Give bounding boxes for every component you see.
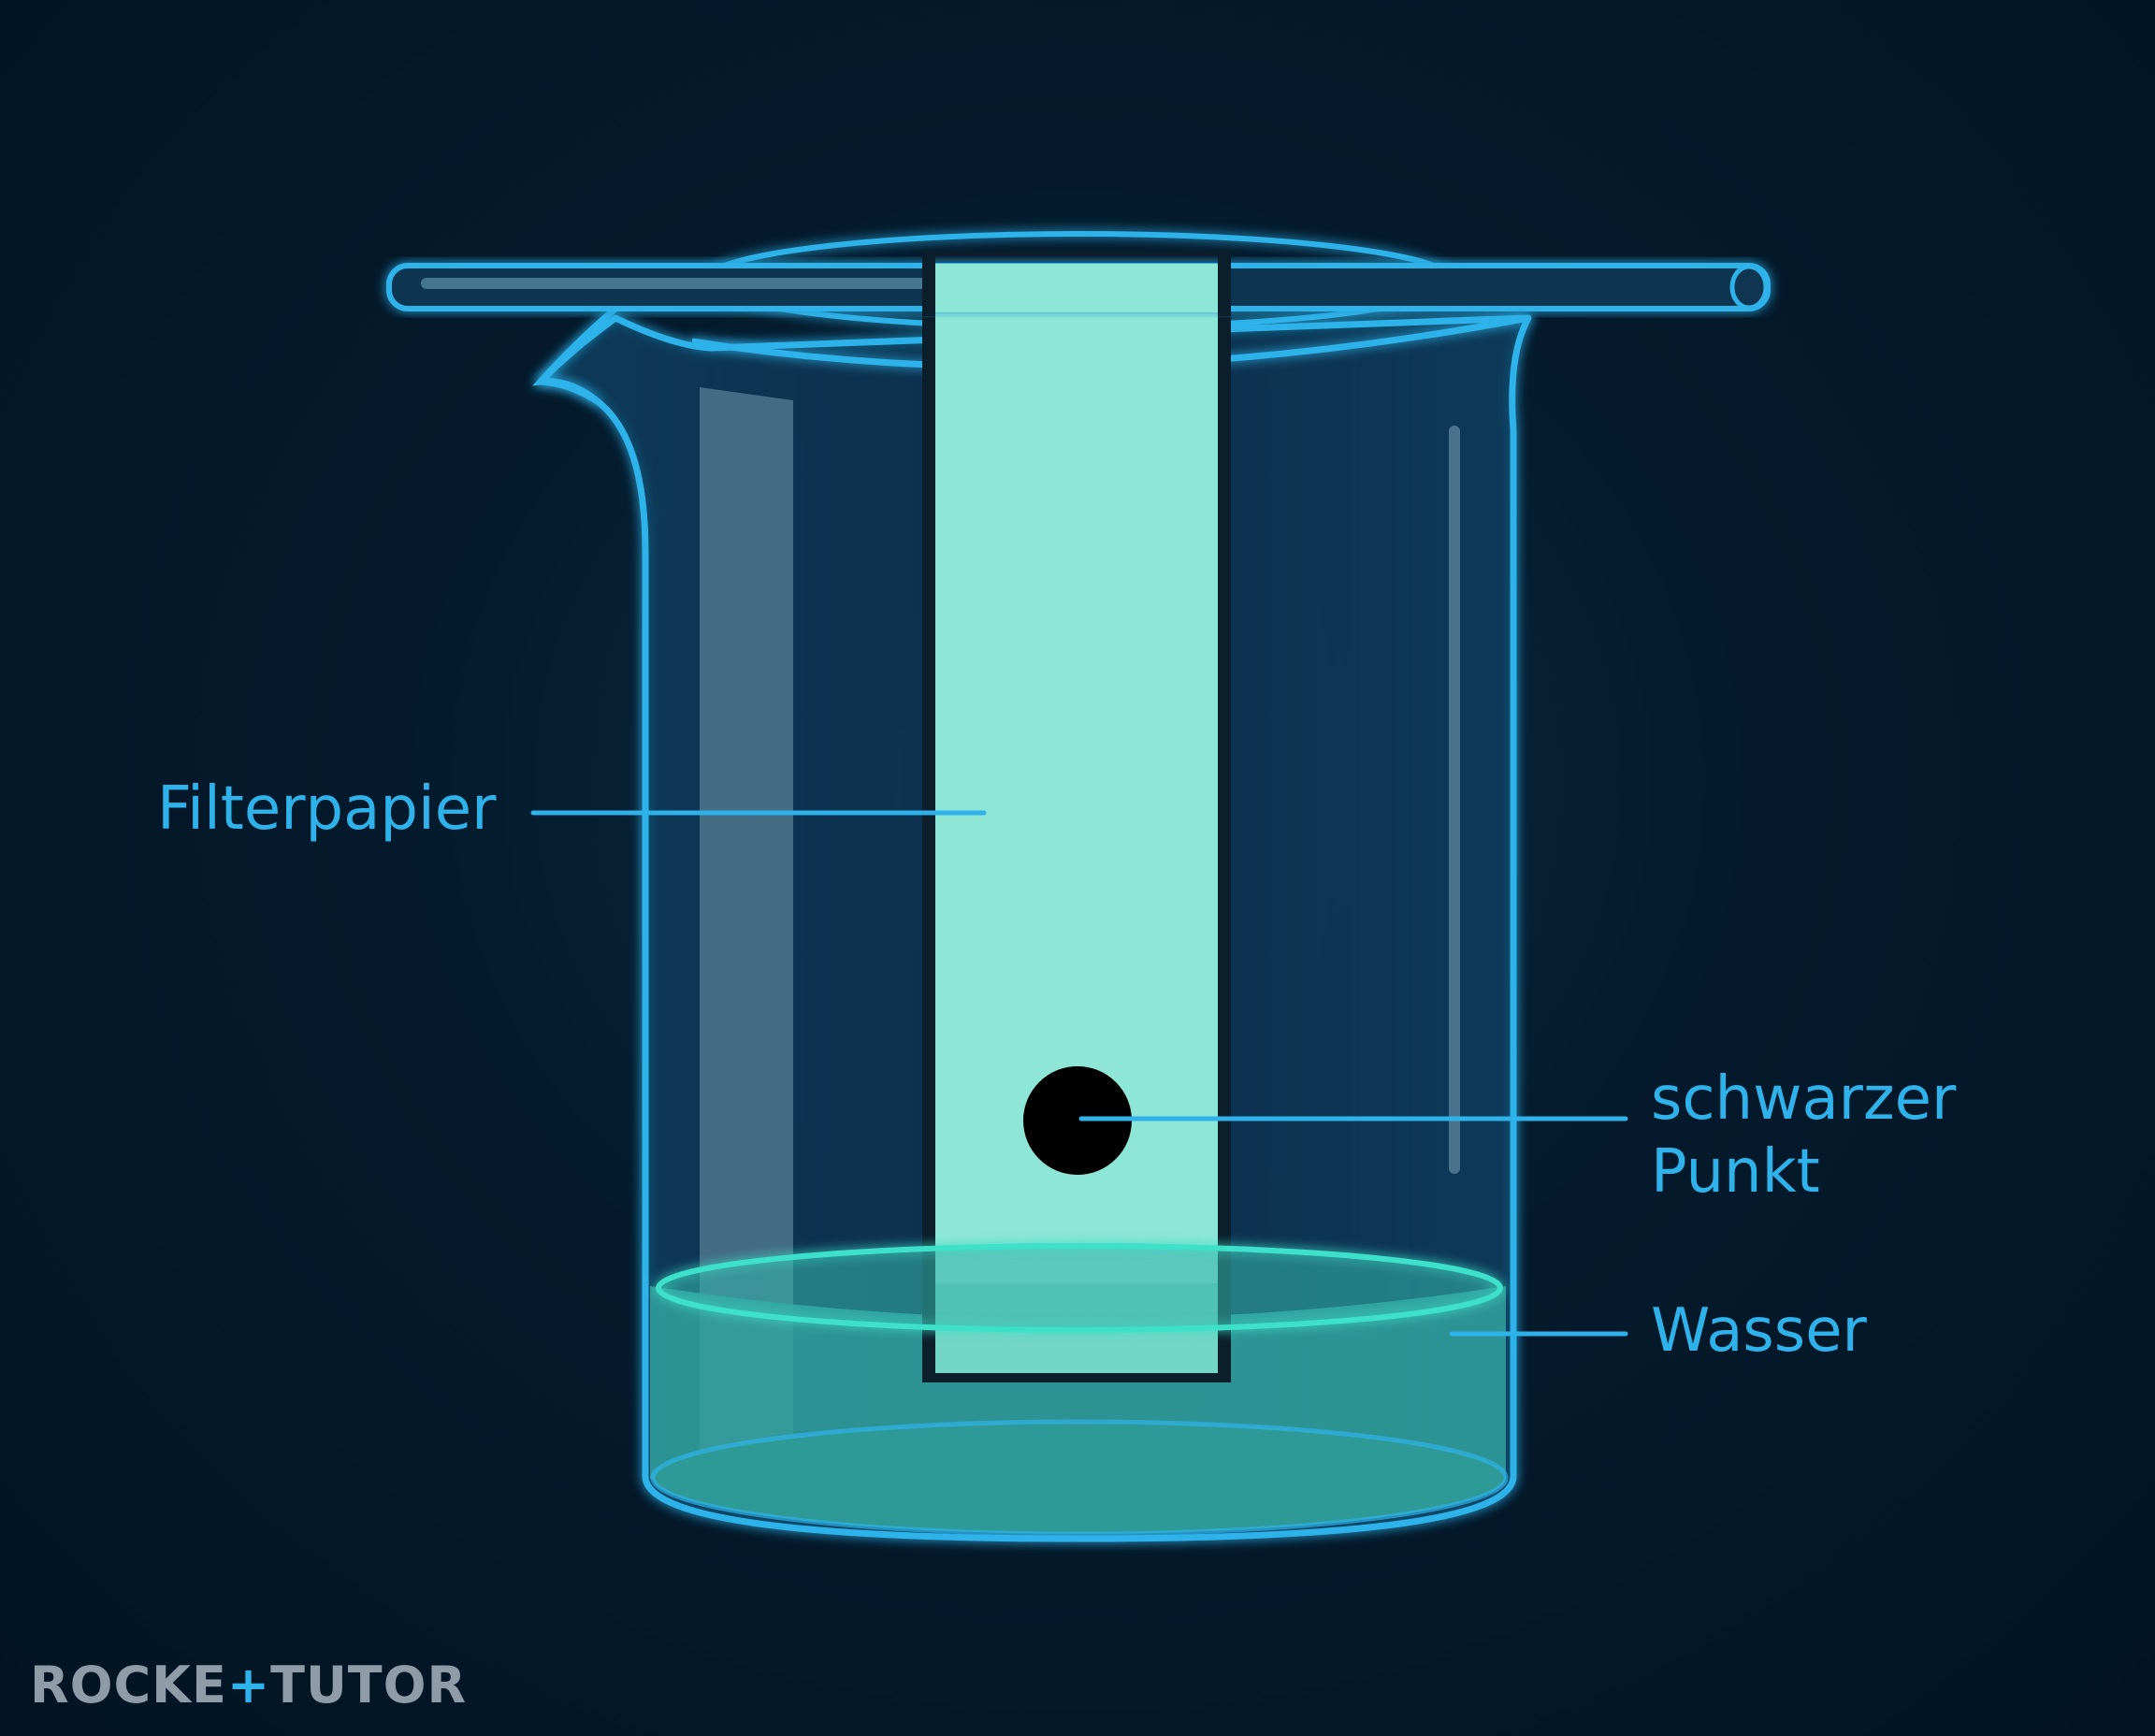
label-black-dot: schwarzer Punkt bbox=[1651, 1063, 1956, 1208]
filter-paper-strip bbox=[935, 264, 1218, 1373]
holder-rod bbox=[386, 251, 1771, 316]
filter-paper bbox=[922, 251, 1231, 1382]
holder-rod-end bbox=[1729, 264, 1769, 311]
brand-part1: ROCKE bbox=[30, 1656, 227, 1714]
brand-plus: + bbox=[226, 1656, 271, 1714]
water-bottom-ellipse bbox=[650, 1419, 1509, 1537]
filter-paper-top-border-right bbox=[1218, 251, 1231, 316]
glass-reflection-left bbox=[700, 387, 793, 1487]
brand-logo: ROCKE+TUTOR bbox=[30, 1656, 467, 1715]
water-surface bbox=[656, 1243, 1503, 1333]
label-black-dot-line1: schwarzer bbox=[1651, 1064, 1957, 1134]
leader-lines bbox=[530, 810, 1628, 1337]
label-filter-paper: Filterpapier bbox=[157, 774, 497, 844]
label-black-dot-line2: Punkt bbox=[1651, 1137, 1820, 1207]
holder-rod-highlight bbox=[421, 278, 926, 289]
black-dot bbox=[1023, 1066, 1132, 1175]
beaker-spout bbox=[532, 306, 618, 405]
filter-paper-top-front bbox=[935, 264, 1218, 312]
glass-reflection-right bbox=[1449, 426, 1460, 1174]
filter-paper-top-border bbox=[922, 251, 935, 316]
brand-part2: TUTOR bbox=[270, 1656, 468, 1714]
label-water: Wasser bbox=[1651, 1296, 1867, 1366]
